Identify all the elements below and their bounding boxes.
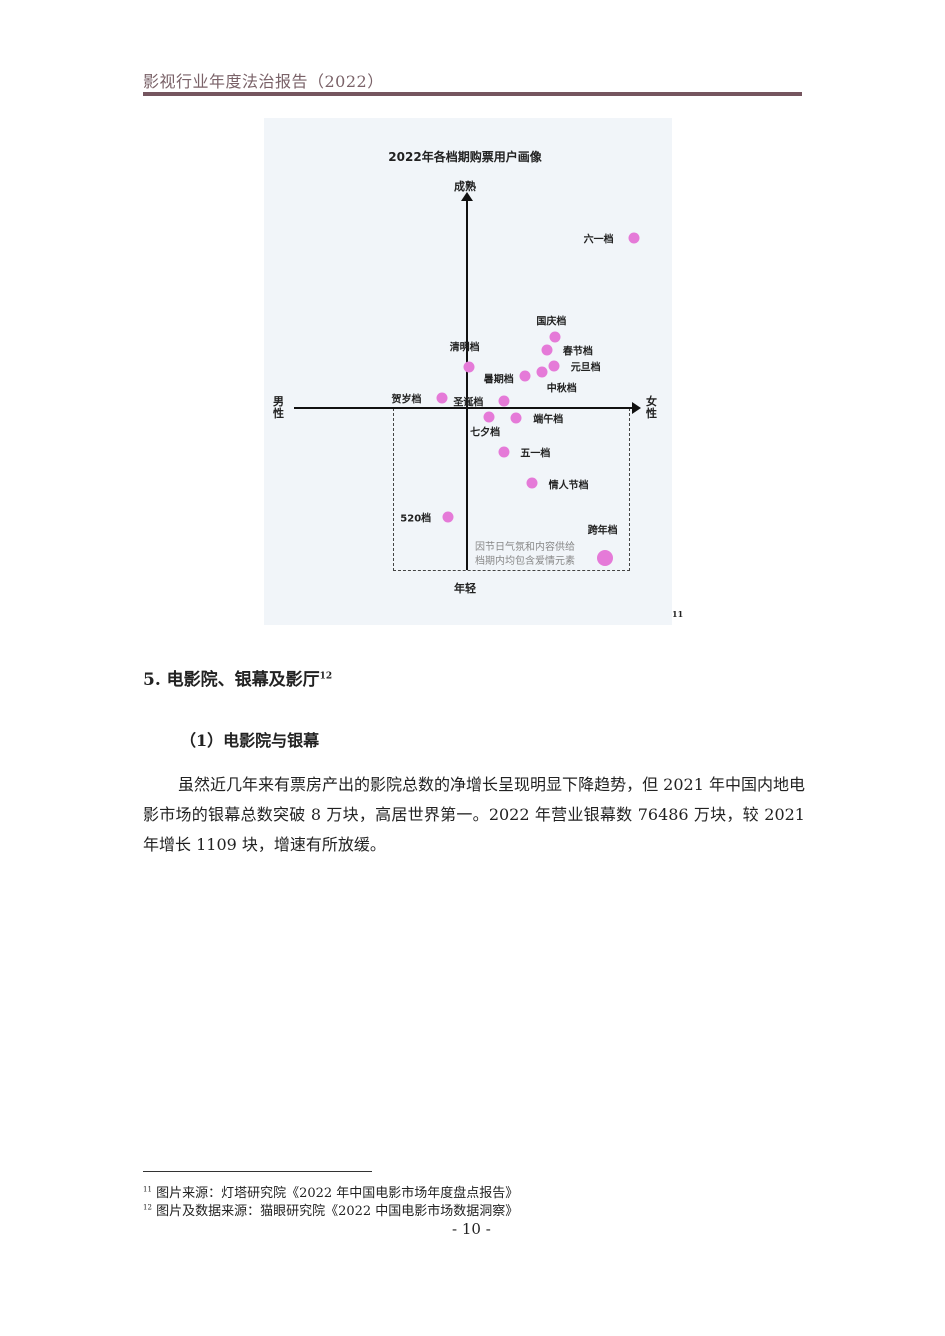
data-point (548, 360, 560, 371)
footnote-num: 12 (143, 1203, 152, 1212)
footnote-text: 图片来源：灯塔研究院《2022 年中国电影市场年度盘点报告》 (156, 1186, 519, 1201)
annotation-line-1: 因节日气氛和内容供给 (475, 542, 575, 553)
data-point-label: 春节档 (562, 346, 593, 358)
data-point-label: 520档 (400, 513, 432, 525)
x-axis (294, 407, 632, 409)
data-point (596, 549, 613, 566)
data-point (541, 344, 553, 356)
footnote-11: 11 图片来源：灯塔研究院《2022 年中国电影市场年度盘点报告》 (143, 1182, 518, 1201)
data-point-label: 圣诞档 (453, 397, 484, 409)
data-point-label: 暑期档 (483, 374, 514, 386)
body-paragraph: 虽然近几年来有票房产出的影院总数的净增长呈现明显下降趋势，但 2021 年中国内… (143, 775, 805, 854)
annotation-line-2: 档期内均包含爱情元素 (475, 556, 575, 567)
data-point-label: 清明档 (449, 342, 480, 354)
y-axis (466, 200, 468, 570)
x-axis-left-label: 男性 (273, 395, 284, 420)
scatter-chart: 2022年各档期购票用户画像 成熟 年轻 男性 女性 因节日气氛和内容供给 档期… (264, 118, 672, 625)
data-point (519, 370, 531, 382)
y-axis-bottom-label: 年轻 (454, 582, 476, 595)
footnote-text: 图片及数据来源：猫眼研究院《2022 中国电影市场数据洞察》 (156, 1204, 519, 1219)
data-point (549, 331, 561, 343)
data-point (442, 511, 454, 523)
figure-footnote-ref: 11 (672, 609, 684, 619)
data-point-label: 跨年档 (587, 525, 618, 537)
data-point (483, 411, 495, 422)
data-point (436, 392, 447, 404)
chart-title: 2022年各档期购票用户画像 (388, 150, 542, 164)
page-number: - 10 - (452, 1220, 491, 1238)
data-point (498, 446, 510, 458)
header-rule (143, 92, 802, 96)
data-point (526, 477, 538, 489)
y-axis-top-label: 成熟 (454, 180, 476, 193)
data-point-label: 端午档 (533, 414, 564, 426)
footnote-rule (143, 1171, 372, 1172)
data-point-label: 情人节档 (548, 480, 589, 492)
x-axis-arrow-icon (632, 402, 641, 414)
data-point (510, 412, 522, 424)
footnote-12: 12 图片及数据来源：猫眼研究院《2022 中国电影市场数据洞察》 (143, 1200, 518, 1219)
highlight-box (393, 408, 630, 571)
running-header: 影视行业年度法治报告（2022） (143, 72, 384, 91)
data-point-label: 元旦档 (570, 362, 601, 373)
section-heading-text: 5. 电影院、银幕及影厅 (143, 670, 320, 690)
section-heading: 5. 电影院、银幕及影厅12 (143, 665, 332, 690)
section-footnote-ref: 12 (319, 671, 333, 682)
data-point (498, 395, 510, 407)
y-axis-arrow-icon (461, 192, 473, 201)
data-point (536, 366, 548, 378)
data-point-label: 五一档 (520, 448, 551, 460)
x-axis-right-label: 女性 (646, 395, 657, 420)
data-point-label: 贺岁档 (391, 394, 422, 406)
data-point (463, 361, 475, 373)
data-point-label: 中秋档 (546, 383, 577, 395)
data-point-label: 六一档 (583, 234, 614, 246)
subsection-heading: （1）电影院与银幕 (180, 731, 320, 750)
data-point (628, 232, 640, 244)
data-point-label: 国庆档 (536, 316, 567, 328)
footnote-num: 11 (143, 1185, 152, 1194)
data-point-label: 七夕档 (470, 427, 501, 438)
